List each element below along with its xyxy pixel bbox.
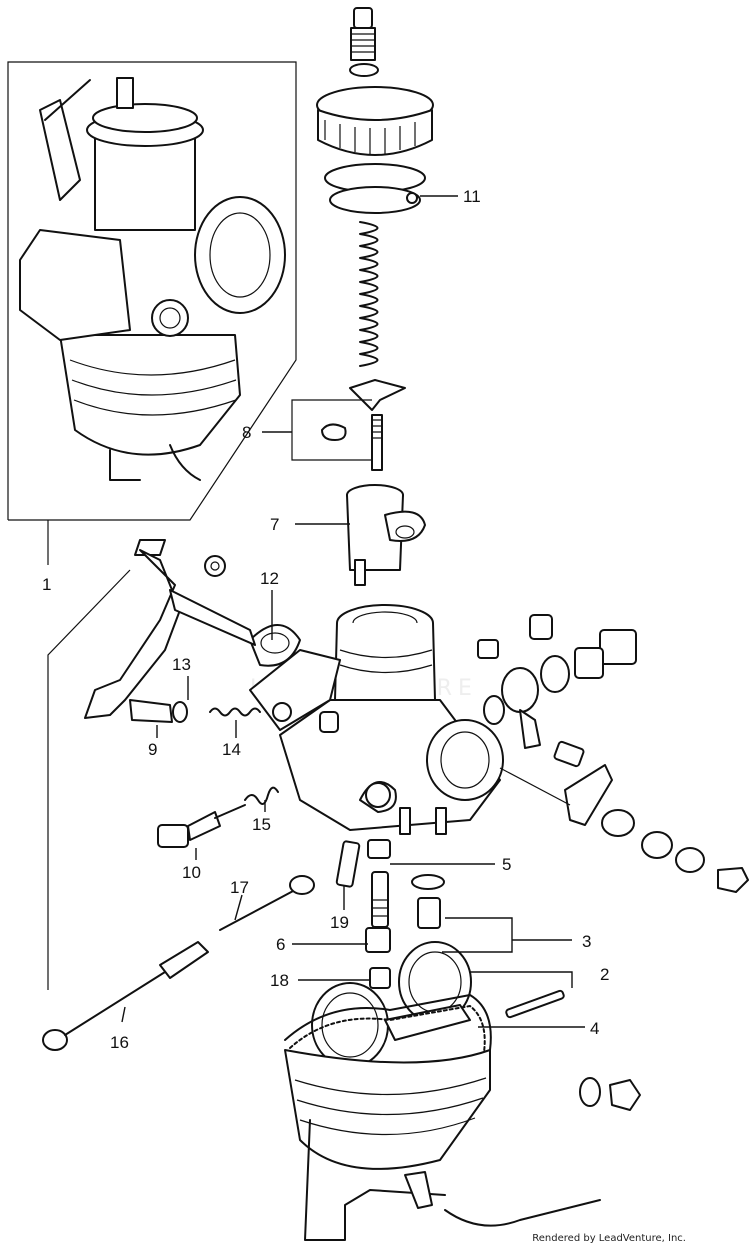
choke-rod-and-cable	[42, 875, 315, 1051]
choke-lever-linkage	[47, 539, 256, 990]
callout-8: 8	[242, 423, 251, 442]
top-cap-assembly	[316, 7, 434, 214]
callout-10: 10	[182, 863, 201, 882]
right-side-fittings	[477, 614, 749, 893]
callout-18: 18	[270, 971, 289, 990]
callout-16: 16	[110, 1033, 129, 1052]
throttle-spring	[349, 221, 406, 411]
callout-4: 4	[590, 1019, 599, 1038]
callout-labels: 1 2 3 4 5 6 7 8 9 10 11 12 13 14 15 16 1…	[42, 187, 609, 1052]
callout-2: 2	[600, 965, 609, 984]
float-and-bowl-assembly	[284, 941, 641, 1241]
assembled-carburetor-inset	[7, 61, 297, 565]
pilot-screw-assembly	[129, 699, 261, 723]
render-credit: Rendered by LeadVenture, Inc.	[532, 1233, 686, 1244]
callout-3: 3	[582, 932, 591, 951]
callout-5: 5	[502, 855, 511, 874]
carburetor-body	[249, 604, 504, 835]
needle-clip-and-needle	[291, 399, 383, 471]
throttle-stop-screw-assembly	[157, 786, 279, 848]
callout-9: 9	[148, 740, 157, 759]
callout-15: 15	[252, 815, 271, 834]
callout-13: 13	[172, 655, 191, 674]
callout-12: 12	[260, 569, 279, 588]
jet-assembly	[335, 839, 445, 989]
callout-7: 7	[270, 515, 279, 534]
callout-17: 17	[230, 878, 249, 897]
throttle-slide	[346, 484, 426, 586]
callout-11: 11	[463, 187, 481, 206]
callout-14: 14	[222, 740, 241, 759]
callout-6: 6	[276, 935, 285, 954]
leader-lines	[121, 195, 585, 1028]
callout-19: 19	[330, 913, 349, 932]
callout-1: 1	[42, 575, 51, 594]
